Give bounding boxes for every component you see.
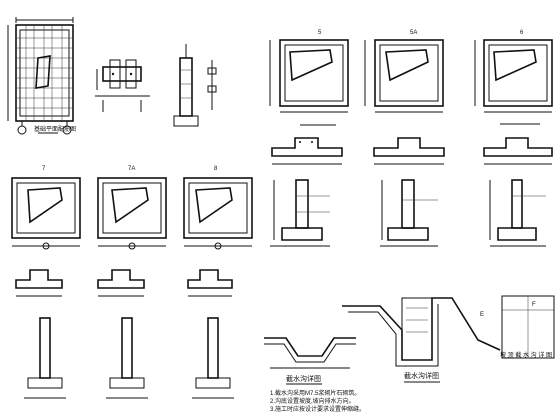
marker-8: 8 <box>214 166 218 172</box>
marker-e: E <box>480 312 484 318</box>
marker-7a: 7A <box>128 166 135 172</box>
beam-section-2 <box>373 137 445 165</box>
beam-detail-row <box>15 269 233 297</box>
beam-section-1 <box>271 137 343 165</box>
svg-text:基础平面配筋图: 基础平面配筋图 <box>34 125 76 133</box>
note-2: 2.沟底设置坡度,坡向排水方向。 <box>270 397 355 405</box>
plan-5: 5 <box>269 30 349 126</box>
foundation-rebar-plan: 基础平面配筋图 <box>7 17 76 135</box>
plan-7a: 7A <box>97 166 167 250</box>
right-plan-label: F 坡 顶 截 水 沟 详 图 <box>500 295 555 359</box>
column-section-detail <box>173 44 217 127</box>
marker-6: 6 <box>520 30 524 36</box>
title-drain-plan: 截水沟详图 <box>404 371 439 380</box>
plan-6: 6 <box>474 30 553 125</box>
ditch-slope-detail: E 截水沟详图 <box>342 297 501 383</box>
column-elevation-2 <box>380 179 438 247</box>
plan-7: 7 <box>11 166 81 250</box>
wall-section-detail <box>95 59 150 112</box>
column-elevation-3 <box>489 179 546 247</box>
marker-5: 5 <box>318 30 322 36</box>
marker-5a: 5A <box>410 30 417 36</box>
marker-f: F <box>532 302 536 308</box>
title-plan-right: 坡 顶 截 水 沟 详 图 <box>500 351 552 359</box>
column-elevation-1 <box>270 179 330 247</box>
notes-block: 1.截水沟采用M7.5浆砌片石砌筑。 2.沟底设置坡度,坡向排水方向。 3.施工… <box>270 389 365 413</box>
plan-8: 8 <box>183 166 253 250</box>
note-3: 3.施工时应按设计要求设置伸缩缝。 <box>270 405 365 413</box>
column-detail-row <box>24 317 234 399</box>
plan-5a: 5A <box>364 30 444 113</box>
marker-7: 7 <box>42 166 46 172</box>
ditch-section-detail: 截水沟详图 <box>264 337 356 385</box>
title-drain-detail: 截水沟详图 <box>286 374 321 383</box>
beam-section-3 <box>483 137 553 165</box>
note-1: 1.截水沟采用M7.5浆砌片石砌筑。 <box>270 389 360 397</box>
